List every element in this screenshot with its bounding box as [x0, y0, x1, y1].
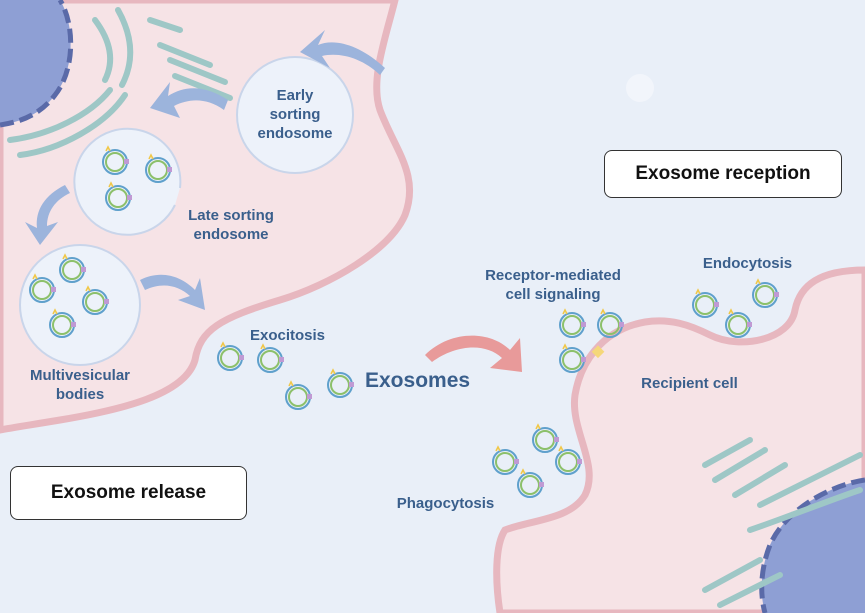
- vesicle: [217, 342, 245, 371]
- phagocytosis-label: Phagocytosis: [396, 495, 495, 512]
- vesicle: [257, 344, 285, 373]
- endocytosis-label: Endocytosis: [702, 255, 793, 272]
- vesicle: [559, 344, 587, 373]
- early-sorting-endosome-label: Early sorting endosome: [257, 87, 333, 142]
- recipient-nucleus: [761, 480, 865, 613]
- vesicle: [492, 446, 520, 475]
- recipient-cell: [493, 266, 865, 613]
- exosome-release-box: Exosome release: [10, 466, 247, 520]
- exosome-reception-box: Exosome reception: [604, 150, 842, 198]
- vesicle: [327, 369, 355, 398]
- vesicle: [555, 446, 583, 475]
- recipient-organelles: [702, 437, 863, 608]
- vesicle: [692, 289, 720, 318]
- arrow-to-mvb: [25, 185, 70, 245]
- exocitosis-label: Exocitosis: [249, 327, 326, 344]
- background-dot: [626, 74, 654, 102]
- vesicle: [752, 279, 780, 308]
- vesicle: [517, 469, 545, 498]
- arrow-to-early: [300, 30, 385, 75]
- early-sorting-endosome: [236, 56, 354, 174]
- exosomes-label: Exosomes: [365, 369, 471, 392]
- arrow-to-late: [150, 82, 228, 118]
- vesicle: [725, 309, 753, 338]
- arrow-to-reception: [425, 335, 522, 372]
- multivesicular-bodies-label: Multivesicular bodies: [29, 367, 131, 403]
- vesicle: [597, 309, 625, 338]
- vesicle: [559, 309, 587, 338]
- recipient-cell-label: Recipient cell: [641, 375, 738, 392]
- source-organelles: [7, 7, 233, 158]
- late-sorting-endosome: [73, 127, 182, 236]
- multivesicular-body: [19, 244, 141, 366]
- arrow-to-exocytosis: [140, 274, 205, 310]
- late-sorting-endosome-label: Late sorting endosome: [188, 207, 274, 243]
- receptor-mediated-label: Receptor-mediated cell signaling: [485, 267, 621, 303]
- vesicle: [532, 424, 560, 453]
- pathway-arrows: [25, 30, 385, 310]
- vesicle: [285, 381, 313, 410]
